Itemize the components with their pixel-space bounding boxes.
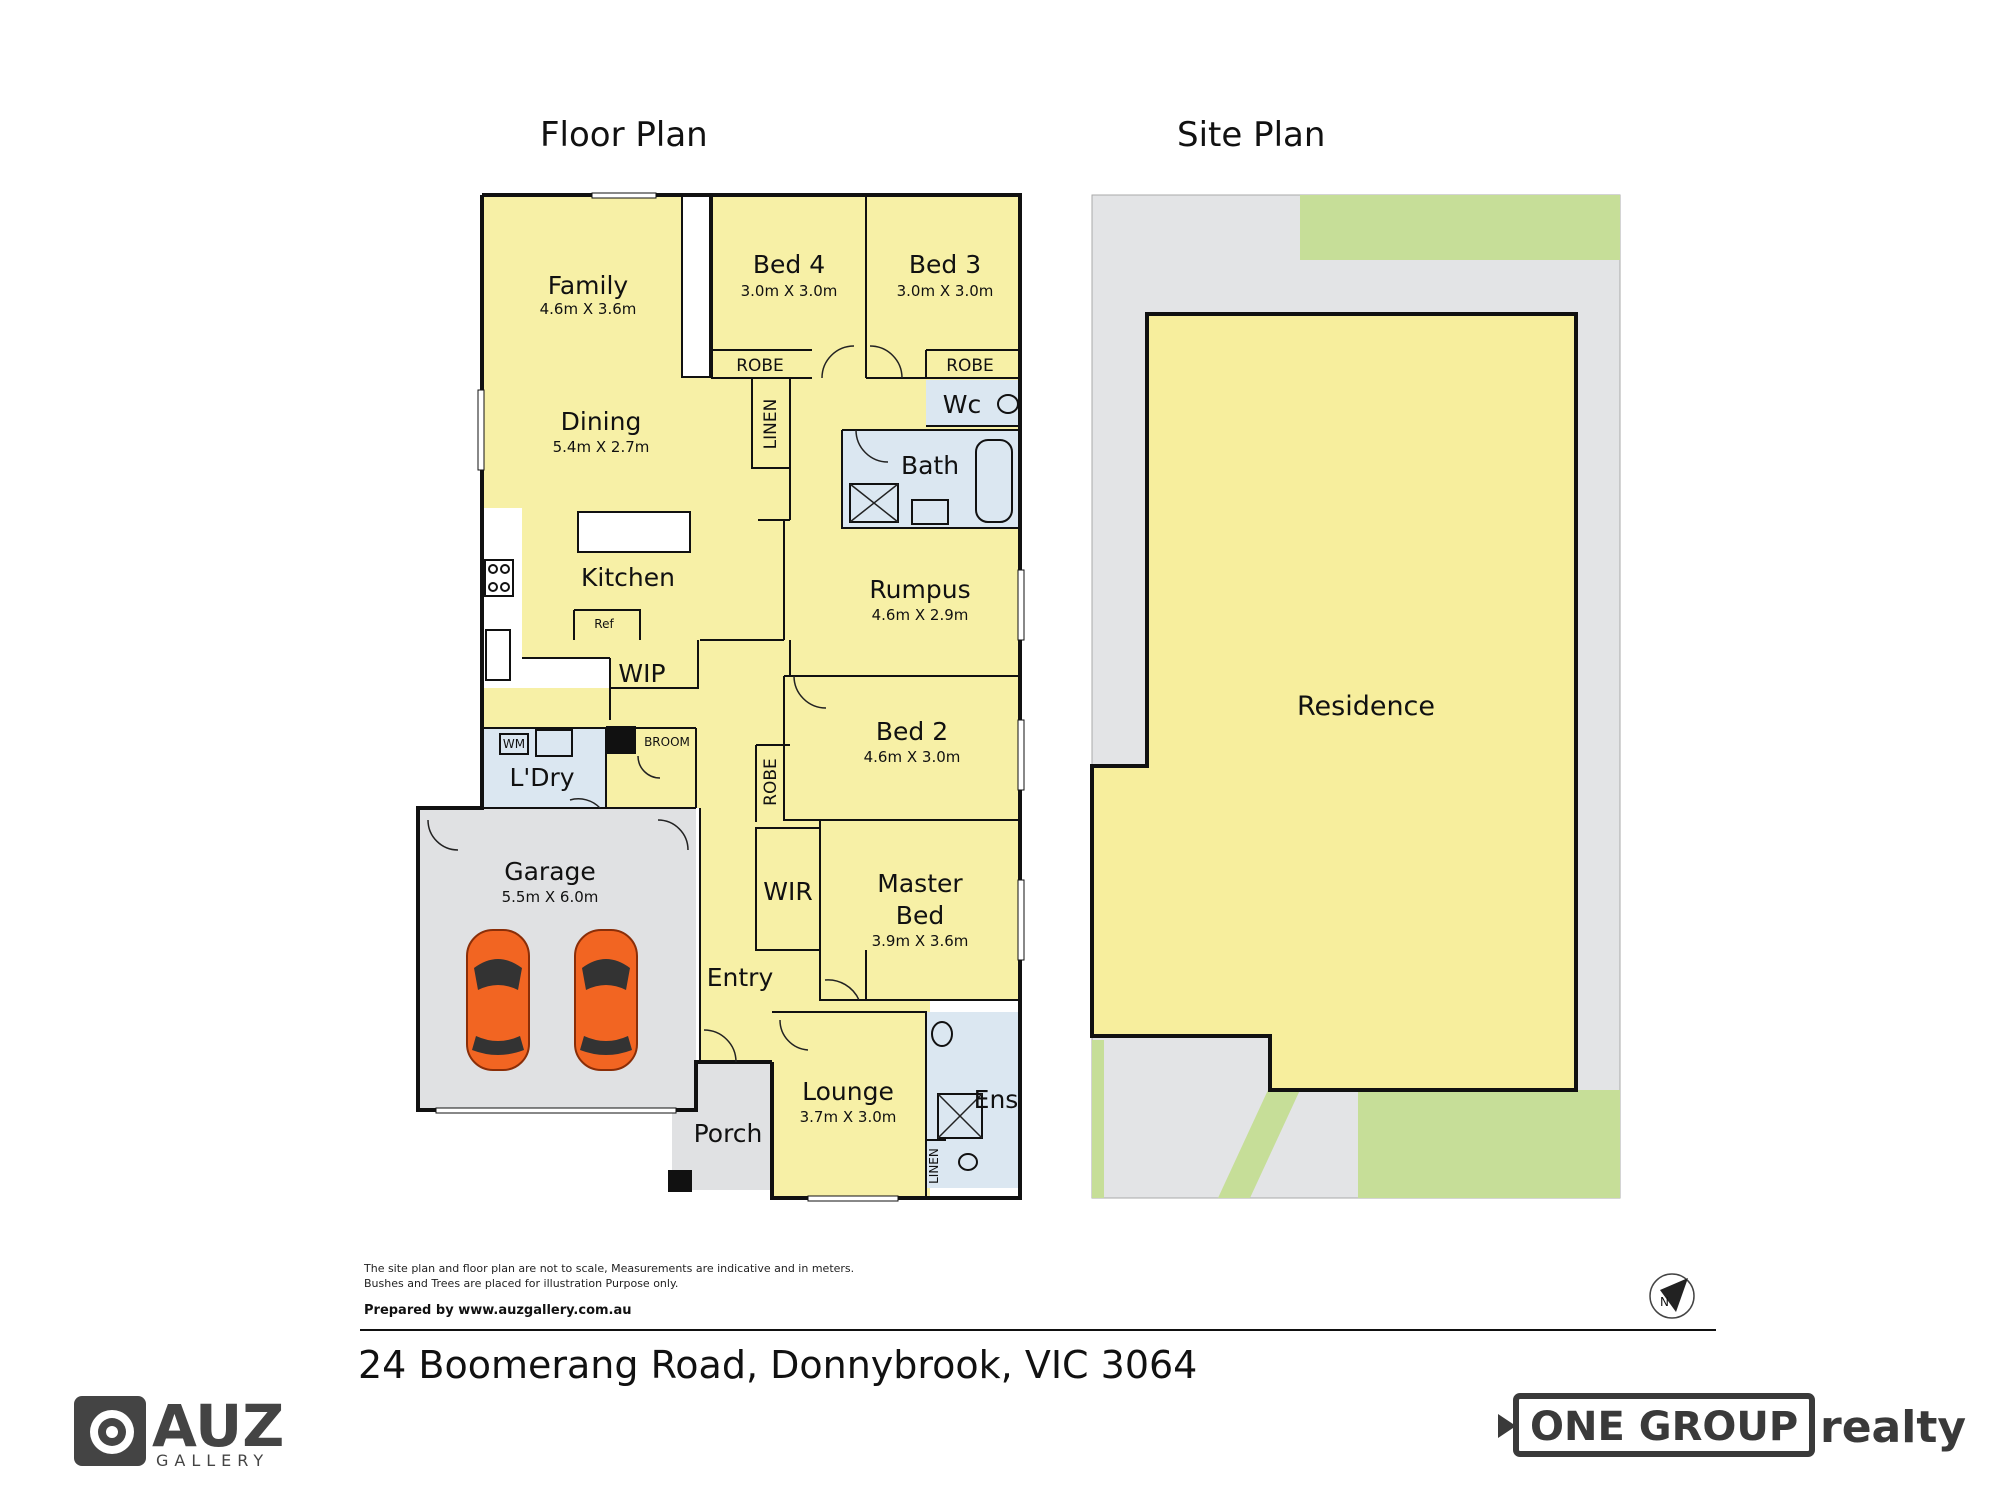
bed4-label: Bed 4 <box>753 250 825 279</box>
bath-label: Bath <box>901 451 959 480</box>
one-group-realty-logo: ONE GROUP realty <box>1498 1393 1966 1457</box>
property-address: 24 Boomerang Road, Donnybrook, VIC 3064 <box>358 1343 1197 1387</box>
master-size: 3.9m X 3.6m <box>872 932 969 950</box>
site-plan-heading: Site Plan <box>1177 115 1325 155</box>
garage-area <box>418 808 696 1110</box>
bed3-size: 3.0m X 3.0m <box>897 282 994 300</box>
laundry-sink-icon <box>535 729 573 757</box>
gallery-wordmark: GALLERY <box>156 1451 269 1470</box>
wc-label: Wc <box>943 390 981 419</box>
wip-label: WIP <box>618 659 665 688</box>
bath-area <box>842 430 1020 528</box>
porch-label: Porch <box>694 1119 763 1148</box>
ensuite-shower-icon <box>937 1093 983 1139</box>
auz-gallery-logo: AUZ GALLERY <box>74 1392 284 1470</box>
ens-label: Ens <box>974 1085 1019 1114</box>
play-arrow-icon <box>1498 1414 1516 1438</box>
lawn-bottom-right <box>1358 1090 1620 1198</box>
floor-plan: Family 4.6m X 3.6m Dining 5.4m X 2.7m Ki… <box>416 192 1025 1202</box>
floor-plan-heading: Floor Plan <box>540 115 708 155</box>
robe-bed2-label: ROBE <box>761 758 781 806</box>
lounge-label: Lounge <box>802 1077 894 1106</box>
dining-label: Dining <box>561 407 642 436</box>
master-label-line1: Master <box>877 869 963 898</box>
linen2-label: LINEN <box>927 1148 941 1184</box>
ensuite-area <box>926 1012 1020 1188</box>
car-right-icon <box>574 929 638 1071</box>
kitchen-label: Kitchen <box>581 563 675 592</box>
kitchen-island <box>578 512 690 552</box>
ref-label: Ref <box>594 617 614 631</box>
bed2-size: 4.6m X 3.0m <box>864 748 961 766</box>
laundry-label: L'Dry <box>509 763 574 792</box>
wc-area <box>926 380 1020 426</box>
disclaimer-line-1: The site plan and floor plan are not to … <box>363 1262 854 1275</box>
master-label-line2: Bed <box>896 901 944 930</box>
shower-icon <box>849 483 899 523</box>
robe-bed3-label: ROBE <box>946 356 994 376</box>
lounge-size: 3.7m X 3.0m <box>800 1108 897 1126</box>
cooktop-icon <box>484 559 514 597</box>
one-group-wordmark: ONE GROUP <box>1530 1404 1798 1450</box>
compass-icon: N <box>1649 1273 1695 1319</box>
bed2-label: Bed 2 <box>876 717 948 746</box>
robe-bed4-label: ROBE <box>736 356 784 376</box>
laundry-area <box>482 728 606 808</box>
bed3-label: Bed 3 <box>909 250 981 279</box>
disclaimer-line-2: Bushes and Trees are placed for illustra… <box>364 1277 678 1290</box>
wm-label: WM <box>503 737 525 751</box>
prepared-by: Prepared by www.auzgallery.com.au <box>364 1303 632 1318</box>
bed4-size: 3.0m X 3.0m <box>741 282 838 300</box>
bathtub-icon <box>975 439 1013 523</box>
site-plan: Residence <box>1090 194 1621 1199</box>
rumpus-size: 4.6m X 2.9m <box>872 606 969 624</box>
auz-wordmark: AUZ <box>152 1392 284 1460</box>
kitchen-sink-icon <box>485 629 511 681</box>
family-size: 4.6m X 3.6m <box>540 300 637 318</box>
residence-footprint <box>1090 312 1578 1092</box>
rumpus-label: Rumpus <box>869 575 970 604</box>
car-left-icon <box>466 929 530 1071</box>
realty-wordmark: realty <box>1820 1402 1966 1453</box>
toilet-icon <box>997 394 1019 414</box>
garage-size: 5.5m X 6.0m <box>502 888 599 906</box>
lawn-top <box>1300 195 1620 260</box>
ensuite-basin-icon <box>931 1021 953 1047</box>
residence-label: Residence <box>1297 691 1435 722</box>
broom-label: BROOM <box>644 735 690 749</box>
compass-north-label: N <box>1660 1295 1669 1309</box>
kitchen-counter <box>482 508 522 688</box>
wir-label: WIR <box>763 877 812 906</box>
family-label: Family <box>548 271 629 300</box>
entry-label: Entry <box>707 963 774 992</box>
garage-label: Garage <box>504 857 596 886</box>
bath-basin-icon <box>911 499 949 525</box>
dining-size: 5.4m X 2.7m <box>553 438 650 456</box>
linen-label: LINEN <box>761 399 781 450</box>
